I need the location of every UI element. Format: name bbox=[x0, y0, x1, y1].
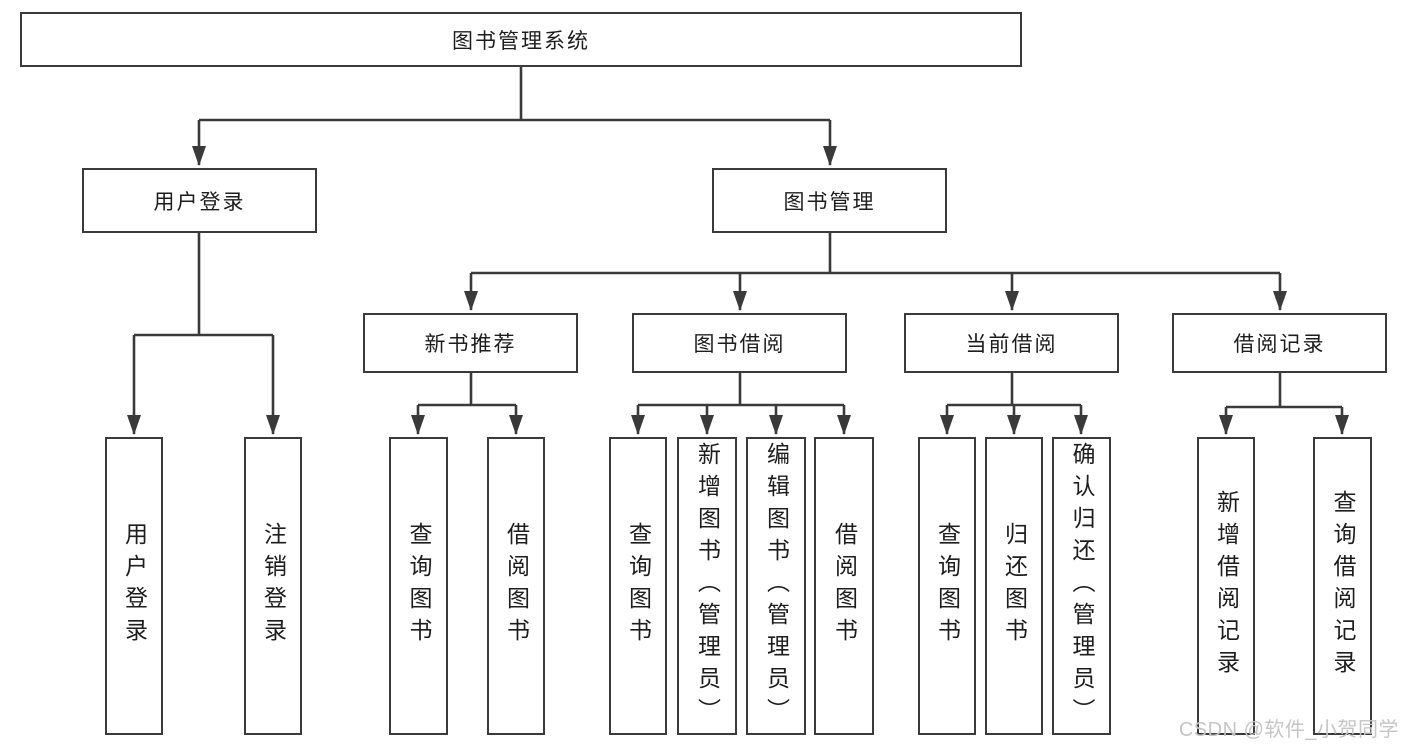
leaf-label: 借阅图书 bbox=[831, 522, 858, 650]
leaf-query-borrow-record: 查询借阅记录 bbox=[1313, 437, 1372, 735]
node-borrow-records: 借阅记录 bbox=[1172, 313, 1387, 373]
leaf-label: 注销登录 bbox=[260, 522, 287, 650]
leaf-label: 确认归还（管理员） bbox=[1069, 442, 1095, 730]
node-label: 图书借阅 bbox=[693, 333, 786, 356]
leaf-label: 编辑图书（管理员） bbox=[763, 442, 790, 730]
leaf-label: 查询图书 bbox=[934, 522, 961, 650]
node-user-login: 用户登录 bbox=[82, 168, 317, 233]
node-label: 图书管理系统 bbox=[452, 29, 590, 53]
leaf-edit-books-admin: 编辑图书（管理员） bbox=[746, 437, 806, 735]
leaf-label: 查询借阅记录 bbox=[1330, 490, 1356, 682]
node-label: 当前借阅 bbox=[965, 333, 1058, 356]
leaf-return-books: 归还图书 bbox=[985, 437, 1043, 735]
node-label: 新书推荐 bbox=[424, 333, 517, 356]
leaf-confirm-return-admin: 确认归还（管理员） bbox=[1052, 437, 1111, 735]
leaf-label: 借阅图书 bbox=[503, 522, 530, 650]
leaf-user-login: 用户登录 bbox=[105, 437, 163, 735]
node-new-book-recommend: 新书推荐 bbox=[363, 313, 578, 373]
leaf-label: 查询图书 bbox=[406, 522, 432, 650]
leaf-label: 新增借阅记录 bbox=[1213, 490, 1240, 682]
csdn-watermark: CSDN @软件_小贺同学 bbox=[1178, 719, 1399, 741]
node-root-system: 图书管理系统 bbox=[20, 12, 1022, 67]
leaf-label: 用户登录 bbox=[121, 522, 148, 650]
node-book-management: 图书管理 bbox=[712, 168, 947, 233]
leaf-label: 新增图书（管理员） bbox=[694, 442, 721, 730]
node-label: 借阅记录 bbox=[1233, 333, 1326, 356]
leaf-label: 归还图书 bbox=[1001, 522, 1028, 650]
leaf-add-books-admin: 新增图书（管理员） bbox=[677, 437, 737, 735]
leaf-query-books-current: 查询图书 bbox=[918, 437, 976, 735]
node-current-borrow: 当前借阅 bbox=[904, 313, 1119, 373]
node-label: 用户登录 bbox=[153, 190, 246, 214]
leaf-logout: 注销登录 bbox=[244, 437, 302, 735]
leaf-query-books-borrow: 查询图书 bbox=[609, 437, 667, 735]
leaf-add-borrow-record: 新增借阅记录 bbox=[1197, 437, 1255, 735]
leaf-query-books-recommend: 查询图书 bbox=[389, 437, 448, 735]
leaf-borrow-books-recommend: 借阅图书 bbox=[487, 437, 545, 735]
node-book-borrow: 图书借阅 bbox=[632, 313, 847, 373]
leaf-borrow-books: 借阅图书 bbox=[814, 437, 874, 735]
node-label: 图书管理 bbox=[783, 190, 876, 214]
leaf-label: 查询图书 bbox=[625, 522, 652, 650]
